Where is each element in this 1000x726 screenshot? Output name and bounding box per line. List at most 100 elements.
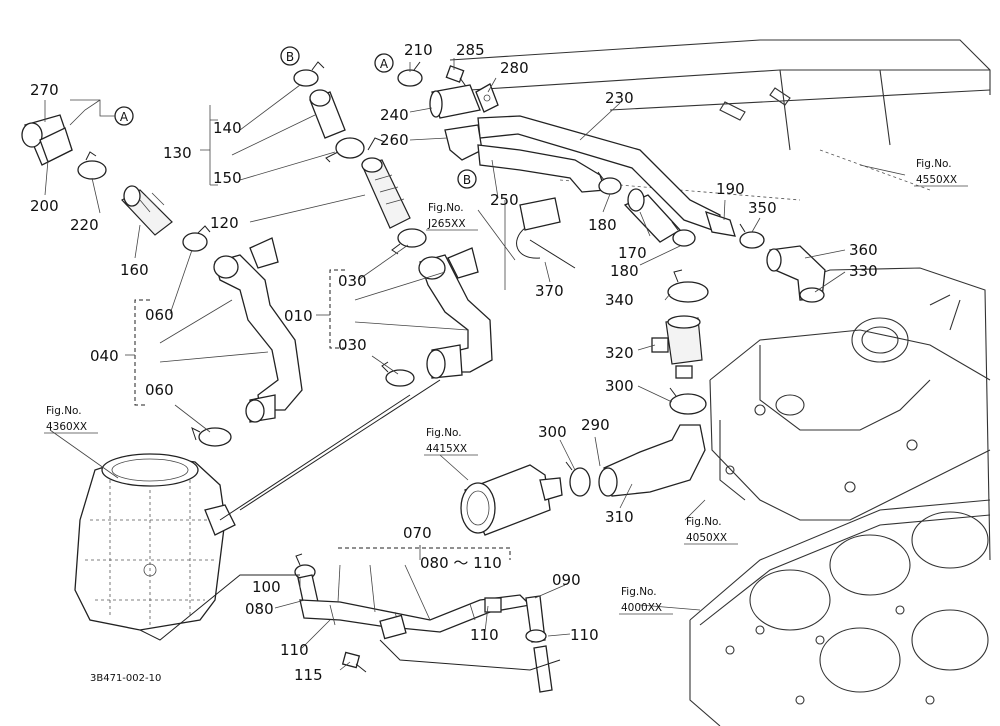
callout-290: 290 [581, 416, 610, 434]
marker-a-right-label: A [380, 57, 389, 71]
part-370-band [504, 197, 576, 290]
fig-4000-number: 4000XX [621, 602, 662, 614]
part-010-hose [418, 247, 493, 379]
callout-200: 200 [30, 197, 59, 215]
callout-280: 280 [500, 59, 529, 77]
fig-j265-label: Fig.No. [428, 202, 464, 214]
part-060-clamp-top [182, 225, 211, 252]
callout-120: 120 [210, 214, 239, 232]
callout-030-top: 030 [338, 272, 367, 290]
callout-340: 340 [605, 291, 634, 309]
part-180-clamp-a [597, 171, 622, 195]
fig-j265-number: J265XX [427, 218, 466, 230]
part-280-bracket [475, 83, 499, 113]
hose-090-tail [533, 645, 553, 693]
callout-230: 230 [605, 89, 634, 107]
callout-110-right: 110 [570, 626, 599, 644]
engine-frame [449, 39, 991, 726]
fig-4415-number: 4415XX [426, 443, 467, 455]
callout-190: 190 [716, 180, 745, 198]
callout-060-top: 060 [145, 306, 174, 324]
part-115-bolt [341, 651, 367, 673]
part-260-elbow [444, 124, 483, 161]
part-220-clamp [77, 151, 107, 180]
callout-070: 070 [403, 524, 432, 542]
part-360-elbow [766, 245, 826, 303]
callout-220: 220 [70, 216, 99, 234]
fig-4050-number: 4050XX [686, 532, 727, 544]
part-300-clamp-a [669, 387, 707, 415]
part-160-connector [121, 185, 173, 236]
callout-250: 250 [490, 191, 519, 209]
callout-060-bottom: 060 [145, 381, 174, 399]
part-140-clamp [293, 61, 325, 87]
part-240-pipe [429, 84, 481, 119]
callout-170: 170 [618, 244, 647, 262]
callout-360: 360 [849, 241, 878, 259]
callout-300-right: 300 [605, 377, 634, 395]
part-180-clamp-b [671, 221, 696, 247]
callout-080-110: 080 ～ 110 [420, 554, 502, 572]
part-340-clamp [667, 269, 709, 303]
callout-labels: 270 200 220 160 140 130 150 120 060 040 … [30, 41, 878, 684]
part-030-clamp-bottom [381, 361, 415, 387]
part-190-pipe-end [705, 210, 736, 237]
marker-b-top: B [280, 46, 300, 66]
callout-270: 270 [30, 81, 59, 99]
part-130-hose [309, 89, 346, 139]
fig-4415-label: Fig.No. [426, 427, 462, 439]
marker-a-left-label: A [120, 110, 129, 124]
element-cartridge [460, 464, 563, 536]
part-040-hose [213, 237, 303, 423]
part-170-hose [623, 188, 682, 243]
air-cleaner [74, 453, 236, 631]
callout-130: 130 [163, 144, 192, 162]
callout-110-middle: 110 [470, 626, 499, 644]
callout-110-left: 110 [280, 641, 309, 659]
marker-a-right: A [374, 53, 394, 73]
callout-240: 240 [380, 106, 409, 124]
callout-030-bottom: 030 [338, 336, 367, 354]
callout-210: 210 [404, 41, 433, 59]
callout-285: 285 [456, 41, 485, 59]
callout-330: 330 [849, 262, 878, 280]
callout-320: 320 [605, 344, 634, 362]
callout-180-top: 180 [588, 216, 617, 234]
callout-160: 160 [120, 261, 149, 279]
callout-180-bottom: 180 [610, 262, 639, 280]
callout-350: 350 [748, 199, 777, 217]
drawing-code: 3B471-002-10 [90, 673, 161, 684]
part-200 [39, 127, 73, 163]
callout-040: 040 [90, 347, 119, 365]
callout-090: 090 [552, 571, 581, 589]
fig-4550-number: 4550XX [916, 174, 957, 186]
callout-140: 140 [213, 119, 242, 137]
part-060-clamp-bottom [191, 427, 232, 447]
callout-100: 100 [252, 578, 281, 596]
callout-370: 370 [535, 282, 564, 300]
figure-references: Fig.No. 4550XX Fig.No. J265XX Fig.No. 43… [44, 158, 968, 615]
leader-lines [44, 58, 906, 671]
part-320-sensor [651, 315, 703, 379]
marker-b-middle: B [457, 169, 477, 189]
callout-080: 080 [245, 600, 274, 618]
fig-4360-label: Fig.No. [46, 405, 82, 417]
callout-010: 010 [284, 307, 313, 325]
callout-300-left: 300 [538, 423, 567, 441]
marker-a-left: A [114, 106, 134, 126]
marker-b-middle-label: B [463, 173, 471, 187]
part-310-hose [598, 424, 706, 497]
fig-4360-number: 4360XX [46, 421, 87, 433]
callout-115: 115 [294, 666, 323, 684]
fig-4000-label: Fig.No. [621, 586, 657, 598]
part-300-clamp-b [565, 461, 591, 497]
callout-310: 310 [605, 508, 634, 526]
marker-b-top-label: B [286, 50, 294, 64]
part-120-valve [361, 137, 411, 229]
part-070-hose-assy [299, 594, 546, 643]
part-350-clamp [739, 223, 765, 249]
fig-4050-label: Fig.No. [686, 516, 722, 528]
part-150-clamp [325, 137, 365, 163]
part-250-pipe [477, 144, 606, 193]
